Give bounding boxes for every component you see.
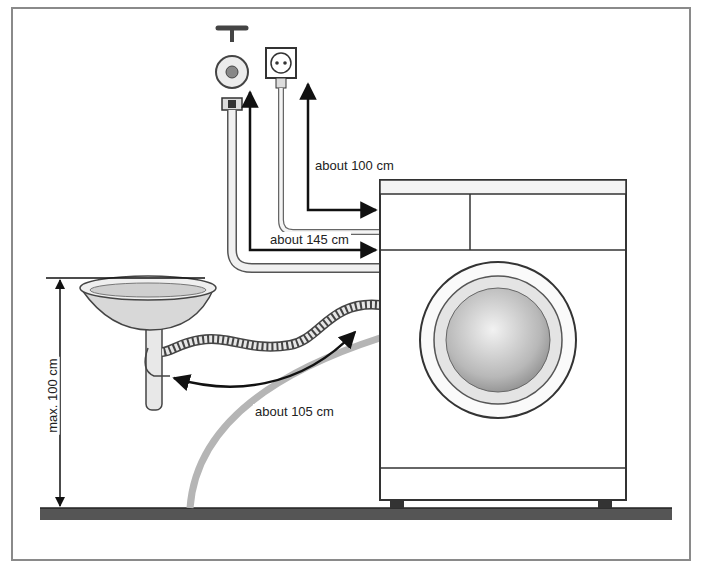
dimension-label: about 100 cm — [313, 158, 396, 173]
dimension-label: about 145 cm — [268, 232, 351, 247]
floor-hose — [190, 338, 380, 508]
inlet-hose — [232, 110, 380, 268]
washing-machine — [380, 180, 626, 508]
wall-socket — [266, 48, 296, 88]
drain-hose — [162, 305, 380, 352]
floor — [40, 508, 672, 520]
dimension-arrow — [174, 332, 355, 387]
water-tap — [216, 28, 248, 110]
dimension-label: about 105 cm — [253, 404, 336, 419]
dimension-arrow — [308, 84, 376, 210]
frame — [12, 8, 690, 560]
height-label: max. 100 cm — [44, 356, 59, 434]
